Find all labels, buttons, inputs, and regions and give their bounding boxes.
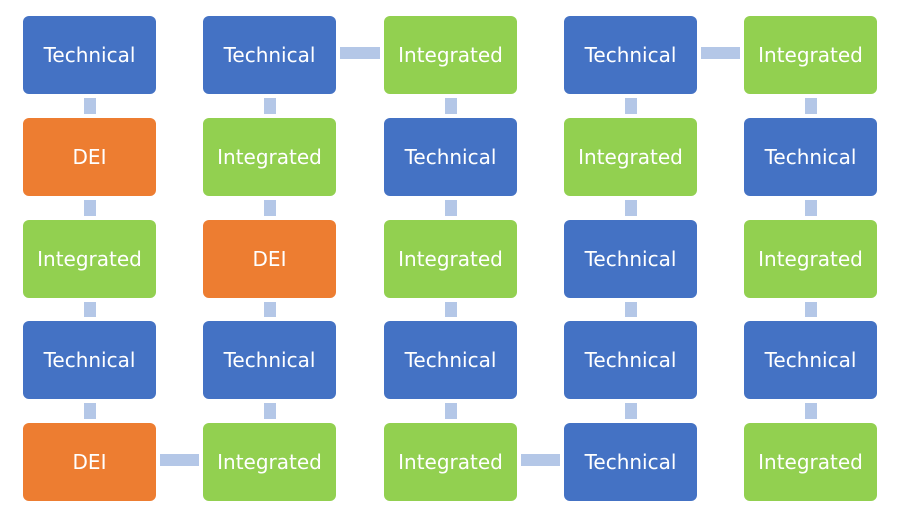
box-label: Technical [404,348,497,372]
vertical-connector [263,200,276,216]
box-label: Technical [43,43,136,67]
technical-box: Technical [23,16,156,94]
vertical-connector [624,403,637,419]
integrated-box: Integrated [744,423,877,501]
box-label: Integrated [758,247,863,271]
box-label: Technical [223,348,316,372]
box-label: Technical [584,43,677,67]
vertical-connector [263,98,276,114]
vertical-connector [263,302,276,317]
horizontal-connector [160,454,199,466]
technical-box: Technical [564,321,697,399]
box-label: DEI [72,450,107,474]
vertical-connector [444,200,457,216]
vertical-connector [624,98,637,114]
technical-box: Technical [384,118,517,196]
horizontal-connector [340,47,380,59]
box-label: Technical [764,145,857,169]
box-label: Technical [764,348,857,372]
box-label: Integrated [398,43,503,67]
technical-box: Technical [203,16,336,94]
vertical-connector [83,98,96,114]
box-label: Technical [404,145,497,169]
vertical-connector [83,403,96,419]
vertical-connector [804,200,817,216]
box-label: DEI [72,145,107,169]
box-label: Technical [584,247,677,271]
box-label: Technical [584,348,677,372]
box-label: Integrated [578,145,683,169]
integrated-box: Integrated [564,118,697,196]
vertical-connector [804,403,817,419]
box-label: Technical [584,450,677,474]
box-label: Integrated [398,247,503,271]
box-label: DEI [252,247,287,271]
box-label: Integrated [398,450,503,474]
vertical-connector [444,302,457,317]
technical-box: Technical [203,321,336,399]
technical-box: Technical [564,423,697,501]
vertical-connector [444,403,457,419]
box-label: Integrated [37,247,142,271]
integrated-box: Integrated [203,423,336,501]
box-label: Technical [43,348,136,372]
box-label: Integrated [758,450,863,474]
technical-box: Technical [744,118,877,196]
box-label: Integrated [758,43,863,67]
technical-box: Technical [564,16,697,94]
dei-box: DEI [203,220,336,298]
dei-box: DEI [23,423,156,501]
horizontal-connector [701,47,740,59]
integrated-box: Integrated [744,220,877,298]
integrated-box: Integrated [203,118,336,196]
integrated-box: Integrated [23,220,156,298]
integrated-box: Integrated [384,16,517,94]
vertical-connector [804,98,817,114]
technical-box: Technical [23,321,156,399]
integrated-box: Integrated [384,220,517,298]
integrated-box: Integrated [744,16,877,94]
technical-box: Technical [564,220,697,298]
dei-box: DEI [23,118,156,196]
vertical-connector [624,200,637,216]
integrated-box: Integrated [384,423,517,501]
vertical-connector [444,98,457,114]
box-label: Integrated [217,145,322,169]
technical-box: Technical [744,321,877,399]
vertical-connector [83,200,96,216]
box-label: Integrated [217,450,322,474]
technical-box: Technical [384,321,517,399]
horizontal-connector [521,454,560,466]
vertical-connector [624,302,637,317]
box-label: Technical [223,43,316,67]
vertical-connector [263,403,276,419]
vertical-connector [804,302,817,317]
vertical-connector [83,302,96,317]
